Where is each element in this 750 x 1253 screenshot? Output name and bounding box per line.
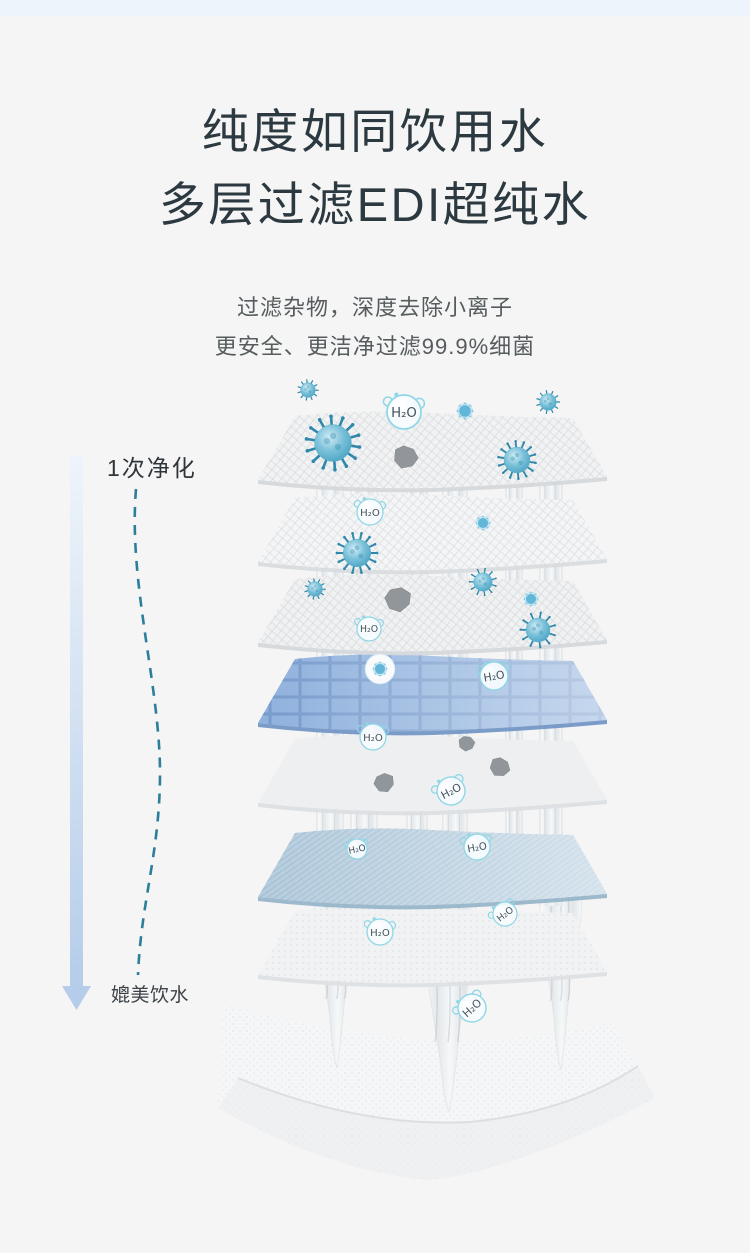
blue-weave-filter-layer bbox=[258, 828, 607, 910]
svg-text:H₂O: H₂O bbox=[370, 928, 390, 939]
top-accent-strip bbox=[0, 0, 750, 16]
virus-icon bbox=[497, 440, 537, 480]
virus-icon bbox=[364, 653, 396, 685]
svg-text:H₂O: H₂O bbox=[360, 624, 378, 635]
h2o-bubble: H₂O bbox=[475, 661, 511, 691]
blue-grid-filter-layer bbox=[258, 654, 607, 736]
plain-filter-layer bbox=[258, 734, 607, 816]
bacteria-icon bbox=[475, 515, 491, 531]
bacteria-icon bbox=[523, 591, 539, 607]
h2o-bubble: H₂O bbox=[353, 615, 384, 642]
dot-filter-layer bbox=[258, 906, 607, 988]
subtitle-line-2: 更安全、更洁净过滤99.9%细菌 bbox=[214, 334, 536, 360]
flow-start-label: 1次净化 bbox=[107, 455, 197, 481]
svg-text:H₂O: H₂O bbox=[360, 508, 380, 519]
page-title-line-1: 纯度如同饮用水 bbox=[201, 105, 549, 158]
h2o-bubble: H₂O bbox=[356, 722, 390, 751]
virus-icon bbox=[536, 389, 561, 415]
h2o-bubble: H₂O bbox=[452, 989, 487, 1023]
particle-icon bbox=[458, 736, 476, 752]
h2o-bubble: H₂O bbox=[487, 898, 518, 927]
h2o-bubble: H₂O bbox=[343, 838, 369, 860]
virus-icon bbox=[468, 567, 497, 597]
virus-icon bbox=[335, 532, 379, 574]
particle-icon bbox=[394, 445, 419, 469]
particle-icon bbox=[373, 773, 394, 793]
particle-icon bbox=[384, 587, 411, 613]
svg-text:H₂O: H₂O bbox=[391, 406, 417, 421]
h2o-bubble: H₂O bbox=[382, 392, 426, 430]
subtitle-line-1: 过滤杂物，深度去除小离子 bbox=[236, 294, 513, 320]
virus-icon bbox=[304, 578, 326, 600]
flow-arrow bbox=[62, 455, 91, 1010]
flow-end-label: 媲美饮水 bbox=[111, 985, 190, 1006]
svg-text:H₂O: H₂O bbox=[363, 733, 383, 744]
mesh-filter-layer-1 bbox=[258, 411, 607, 493]
virus-icon bbox=[297, 379, 319, 401]
flow-dashed-line bbox=[133, 488, 162, 976]
particle-icon bbox=[489, 757, 511, 776]
subtitle: 过滤杂物，深度去除小离子 更安全、更洁净过滤99.9%细菌 bbox=[0, 288, 750, 367]
h2o-bubble: H₂O bbox=[363, 917, 397, 946]
svg-text:H₂O: H₂O bbox=[348, 843, 367, 856]
mesh-filter-layer-3 bbox=[258, 574, 607, 656]
page-title-line-2: 多层过滤EDI超纯水 bbox=[158, 177, 592, 231]
h2o-bubble: H₂O bbox=[430, 774, 466, 806]
svg-text:H₂O: H₂O bbox=[483, 668, 506, 684]
h2o-bubble: H₂O bbox=[353, 497, 387, 526]
bacteria-icon bbox=[456, 402, 474, 420]
virus-icon bbox=[304, 414, 362, 472]
wipe-sheet bbox=[218, 1002, 655, 1180]
virus-icon bbox=[519, 611, 556, 649]
svg-text:H₂O: H₂O bbox=[467, 841, 488, 855]
mesh-filter-layer-2 bbox=[258, 493, 607, 575]
header: 纯度如同饮用水 多层过滤EDI超纯水 过滤杂物，深度去除小离子 更安全、更洁净过… bbox=[0, 96, 750, 367]
h2o-bubble: H₂O bbox=[459, 833, 492, 861]
